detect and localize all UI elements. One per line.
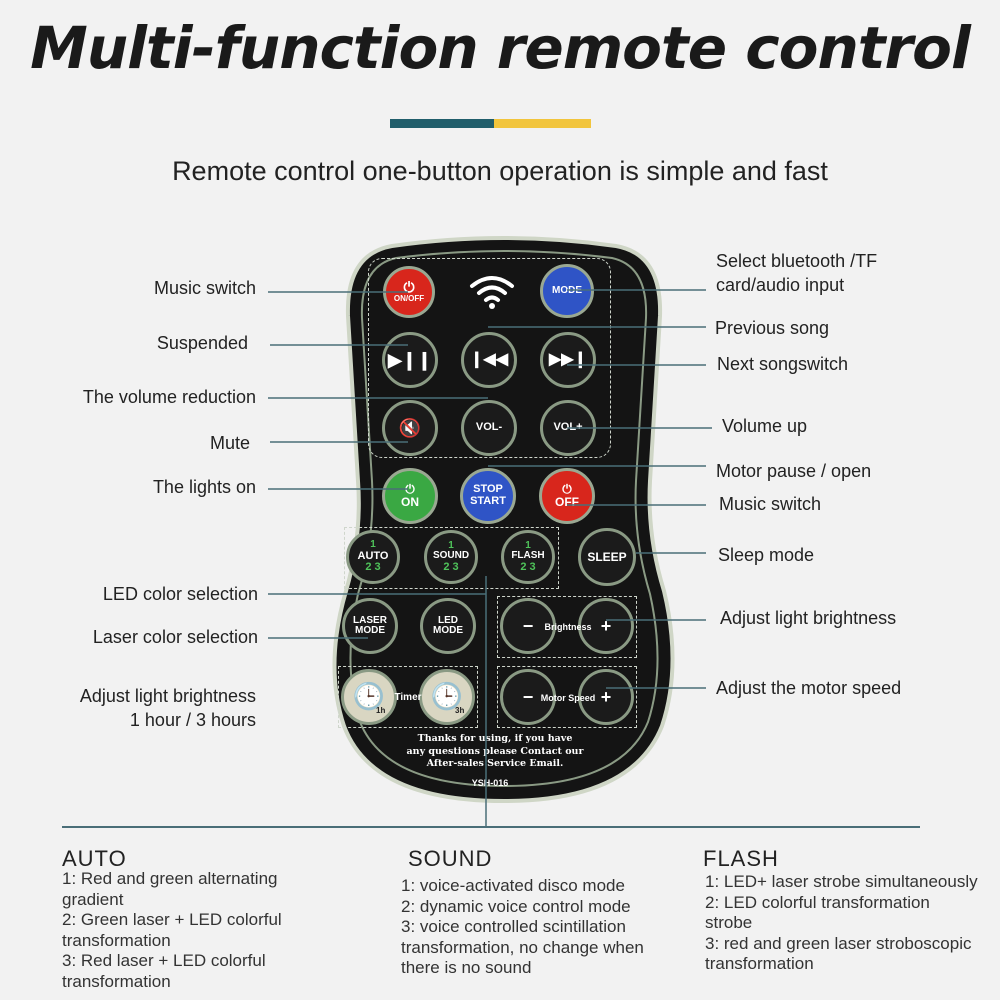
auto-button[interactable]: 1 AUTO 2 3 (346, 530, 400, 584)
label-adjust-light-timer: Adjust light brightness 1 hour / 3 hours (79, 686, 256, 730)
label-adjust-brightness: Adjust light brightness (720, 608, 897, 628)
power-icon: ⏻ (562, 482, 572, 497)
previous-icon: ❙◀◀ (469, 350, 508, 368)
motor-speed-down-button[interactable]: − (500, 669, 556, 725)
timer-label: Timer (394, 692, 422, 703)
label-previous-song: Previous song (715, 318, 830, 338)
brightness-label: Brightness (544, 622, 592, 632)
mode-button[interactable]: MODE (540, 264, 594, 318)
label-led-color-selection: LED color selection (102, 584, 258, 604)
media-group-frame (368, 258, 611, 458)
sound-title: SOUND (408, 846, 493, 871)
auto-description: 1: Red and green alternating gradient 2:… (62, 869, 282, 991)
wifi-icon (470, 276, 514, 309)
lights-off-button[interactable]: ⏻ OFF (539, 468, 595, 524)
timer-1h-button[interactable]: 🕒 (341, 669, 397, 725)
accent-bar-teal (390, 119, 494, 128)
sound-button[interactable]: 1 SOUND 2 3 (424, 530, 478, 584)
accent-bar-yellow (494, 119, 591, 128)
volume-up-button[interactable]: VOL+ (540, 400, 596, 456)
timer-3h-button[interactable]: 🕒 (419, 669, 475, 725)
sound-description: 1: voice-activated disco mode 2: dynamic… (401, 876, 644, 977)
clock-icon: 🕒 (352, 681, 386, 712)
lights-on-button[interactable]: ⏻ ON (382, 468, 438, 524)
bottom-divider (62, 826, 920, 828)
power-icon: ⏻ (405, 482, 415, 497)
mute-button[interactable]: 🔇 (382, 400, 438, 456)
motor-speed-label: Motor Speed (540, 693, 596, 703)
label-suspended: Suspended (156, 333, 248, 353)
flash-description: 1: LED+ laser strobe simultaneously 2: L… (705, 872, 978, 973)
label-mute: Mute (209, 433, 250, 453)
model-number: YSH-016 (471, 778, 509, 788)
label-volume-reduction: The volume reduction (82, 387, 256, 407)
brightness-up-button[interactable]: + (578, 598, 634, 654)
next-icon: ▶▶❙ (548, 350, 587, 368)
led-mode-button[interactable]: LED MODE (420, 598, 476, 654)
label-volume-up: Volume up (722, 416, 808, 436)
clock-icon: 🕒 (430, 681, 464, 712)
previous-button[interactable]: ❙◀◀ (461, 332, 517, 388)
motor-group-frame (497, 666, 637, 728)
motor-speed-up-button[interactable]: + (578, 669, 634, 725)
flash-title: FLASH (703, 846, 779, 871)
power-icon: ⏻ (403, 279, 415, 296)
label-laser-color-selection: Laser color selection (92, 627, 258, 647)
stop-start-button[interactable]: STOP START (460, 468, 516, 524)
brightness-group-frame (497, 596, 637, 658)
sleep-button[interactable]: SLEEP (578, 528, 636, 586)
label-music-switch-right: Music switch (719, 494, 822, 514)
play-pause-icon: ▶❙❙ (387, 349, 432, 370)
brightness-down-button[interactable]: − (500, 598, 556, 654)
page-subtitle: Remote control one-button operation is s… (172, 156, 828, 186)
label-motor-pause: Motor pause / open (716, 461, 872, 481)
timer-1h-label: 1h (376, 706, 386, 715)
label-sleep-mode: Sleep mode (718, 545, 815, 565)
label-select-bluetooth: Select bluetooth /TF card/audio input (716, 251, 878, 295)
remote-note: Thanks for using, if you have any questi… (406, 733, 584, 769)
label-music-switch-left: Music switch (153, 278, 256, 298)
play-pause-button[interactable]: ▶❙❙ (382, 332, 438, 388)
timer-group-frame (338, 666, 478, 728)
mode-group-frame (344, 527, 559, 589)
flash-button[interactable]: 1 FLASH 2 3 (501, 530, 555, 584)
next-button[interactable]: ▶▶❙ (540, 332, 596, 388)
auto-title: AUTO (62, 846, 127, 871)
volume-down-button[interactable]: VOL- (461, 400, 517, 456)
label-lights-on: The lights on (152, 477, 256, 497)
page-title: Multi-function remote control (30, 14, 971, 82)
mute-icon: 🔇 (398, 417, 422, 438)
label-adjust-motor: Adjust the motor speed (716, 678, 902, 698)
label-next-song: Next songswitch (717, 354, 849, 374)
laser-mode-button[interactable]: LASER MODE (342, 598, 398, 654)
timer-3h-label: 3h (455, 706, 465, 715)
